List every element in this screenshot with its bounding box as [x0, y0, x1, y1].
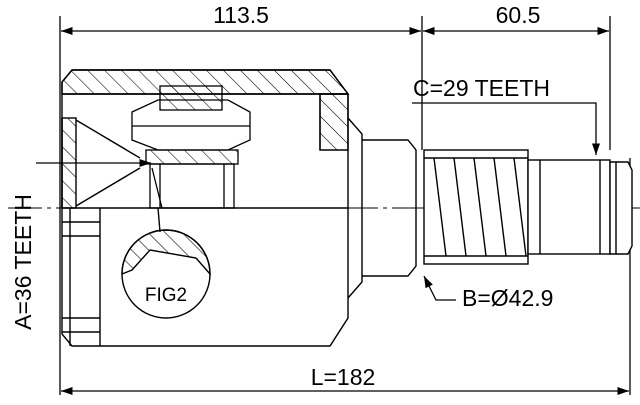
ball-cage-assembly: [131, 85, 251, 209]
fig2-detail: [121, 207, 211, 319]
label-c-teeth: C=29 TEETH: [413, 75, 550, 101]
dim-top-right: 60.5: [496, 2, 541, 28]
spline-shaft: [362, 139, 633, 277]
label-b-diameter: B=Ø42.9: [462, 285, 553, 311]
label-fig2: FIG2: [145, 285, 187, 306]
boot-end: [61, 117, 141, 209]
label-a-teeth: A=36 TEETH: [10, 194, 36, 330]
dim-overall-length: L=182: [311, 364, 376, 390]
dim-top-left: 113.5: [213, 2, 269, 28]
